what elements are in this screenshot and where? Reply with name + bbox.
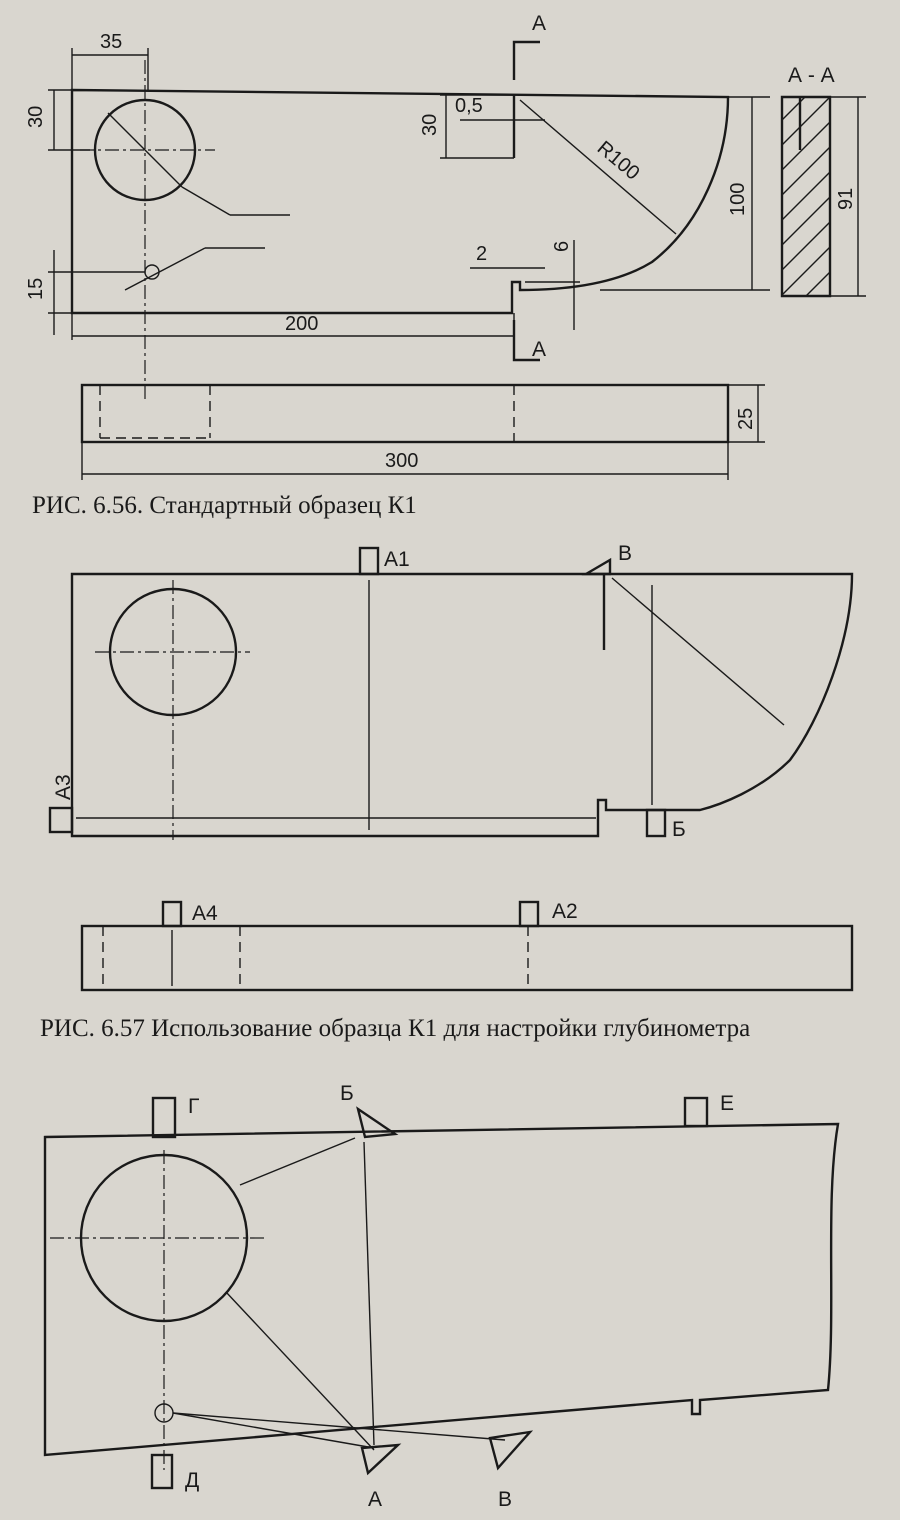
dim-r100: R100	[593, 137, 644, 185]
figure-6-57-top-view: А4 А2	[80, 900, 854, 992]
dim-35: 35	[100, 31, 122, 53]
probe-b-top-label: В	[618, 542, 632, 565]
figure-6-56-front-view	[70, 60, 730, 400]
figure-6-57-caption: РИС. 6.57 Использование образца К1 для н…	[40, 1015, 751, 1042]
figure-6-58-front-view: Г Б Е Д А В	[43, 1082, 840, 1511]
figure-6-56-dimensions: 35 30 15 30 0,5 R100 100 2 6	[25, 31, 770, 345]
probe-a3-label: А3	[52, 774, 75, 800]
section-a-a: А - А 91	[780, 64, 866, 298]
dim-25: 25	[735, 408, 757, 430]
cut-mark-bottom: А	[532, 338, 546, 361]
probe-b-bottom-label: Б	[672, 818, 686, 841]
dim-200: 200	[285, 313, 318, 335]
dim-30-notch: 30	[419, 114, 441, 136]
dim-0-5: 0,5	[455, 95, 483, 117]
dim-6: 6	[551, 241, 573, 252]
probe-a1-label: А1	[384, 548, 410, 571]
dim-91: 91	[835, 188, 857, 210]
section-label: А - А	[788, 64, 835, 87]
cut-marks-a: А А	[512, 12, 546, 362]
dim-2: 2	[476, 243, 487, 265]
cut-mark-top: А	[532, 12, 546, 35]
figure-6-56-top-view: 25 300	[80, 383, 765, 480]
dim-100: 100	[727, 183, 749, 216]
probe-a-label: А	[368, 1488, 382, 1511]
probe-v-label: В	[498, 1488, 512, 1511]
probe-a4-label: А4	[192, 902, 218, 925]
dim-30-left: 30	[25, 106, 47, 128]
probe-d-label: Д	[185, 1469, 199, 1492]
probe-a2-label: А2	[552, 900, 578, 923]
probe-g-label: Г	[188, 1095, 199, 1118]
probe-e-label: Е	[720, 1092, 734, 1115]
dim-15: 15	[25, 278, 47, 300]
figure-6-56-caption: РИС. 6.56. Стандартный образец К1	[32, 492, 417, 519]
probe-b-label: Б	[340, 1082, 354, 1105]
dim-300: 300	[385, 450, 418, 472]
figure-6-57-front-view: А1 В Б А3	[48, 542, 854, 841]
